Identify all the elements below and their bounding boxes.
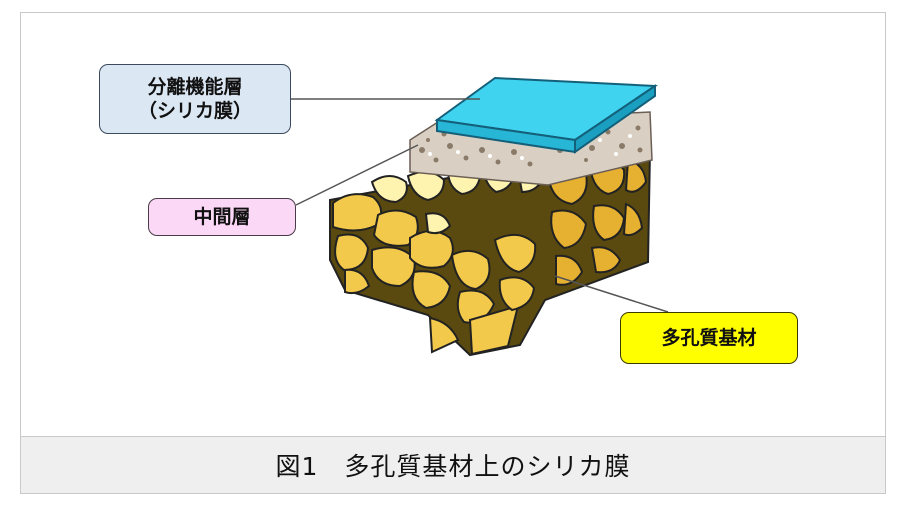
substrate-leader (555, 276, 668, 312)
intermediate-layer-label-text: 中間層 (193, 205, 250, 229)
figure-caption: 図1 多孔質基材上のシリカ膜 (21, 436, 885, 493)
separation-layer-label-line1: 分離機能層 (147, 75, 242, 99)
separation-layer-label-line2: （シリカ膜） (138, 99, 252, 123)
porous-substrate-block (330, 150, 650, 355)
figure-caption-text: 図1 多孔質基材上のシリカ膜 (276, 447, 631, 483)
porous-substrate-label: 多孔質基材 (620, 312, 798, 364)
separation-layer-label: 分離機能層 （シリカ膜） (99, 64, 291, 134)
intermediate-layer-label: 中間層 (148, 198, 296, 236)
porous-substrate-label-text: 多孔質基材 (661, 326, 756, 350)
